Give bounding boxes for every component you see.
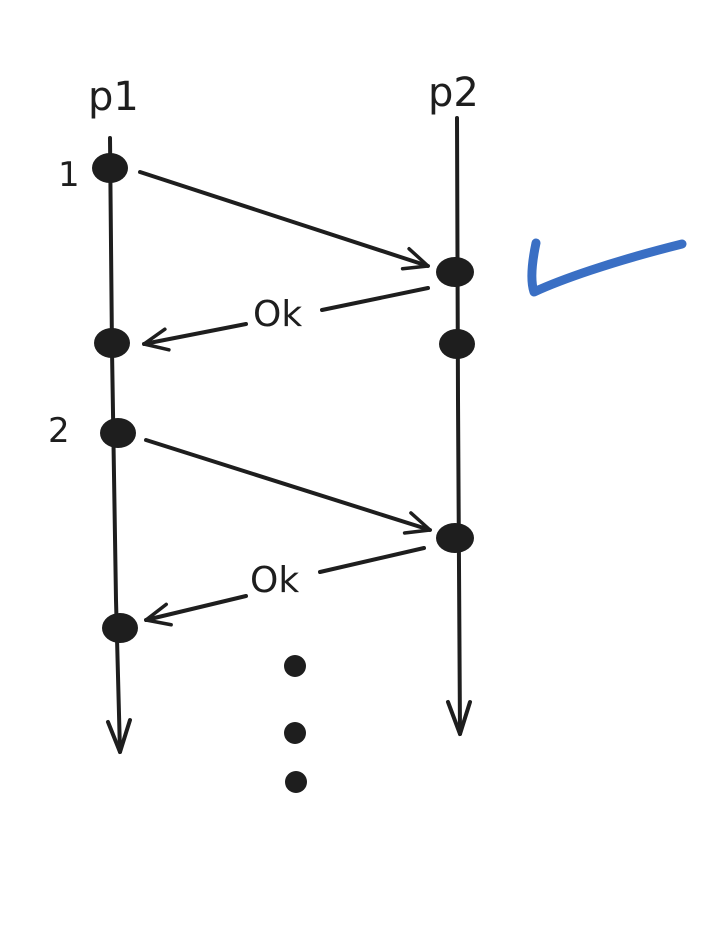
event-dot-p1-receive-2 (102, 613, 138, 643)
message-arrow-1 (138, 170, 430, 271)
vertical-ellipsis-icon (284, 655, 307, 793)
process-label-p1: p1 (88, 74, 139, 120)
timeline-p2 (446, 116, 472, 736)
reply-line-1 (320, 286, 430, 312)
event-dot-p2-receive-1 (436, 257, 474, 287)
message-number-1: 1 (58, 155, 80, 195)
reply-line-2 (318, 546, 426, 574)
event-dot-p2-next (439, 329, 475, 359)
event-dot-p1-send-2 (100, 418, 136, 448)
timeline-p1 (106, 136, 132, 754)
process-label-p2: p2 (428, 70, 479, 116)
message-arrow-2 (144, 438, 432, 535)
reply-label-1: Ok (253, 294, 302, 335)
event-dot-p1-receive-1 (94, 328, 130, 358)
checkmark-icon (527, 238, 687, 297)
reply-label-2: Ok (250, 560, 299, 601)
reply-arrow-2 (144, 594, 248, 627)
event-dot-p2-receive-2 (436, 523, 474, 553)
reply-arrow-1 (142, 322, 248, 352)
message-number-2: 2 (48, 411, 70, 451)
event-dot-p1-send-1 (92, 153, 128, 183)
